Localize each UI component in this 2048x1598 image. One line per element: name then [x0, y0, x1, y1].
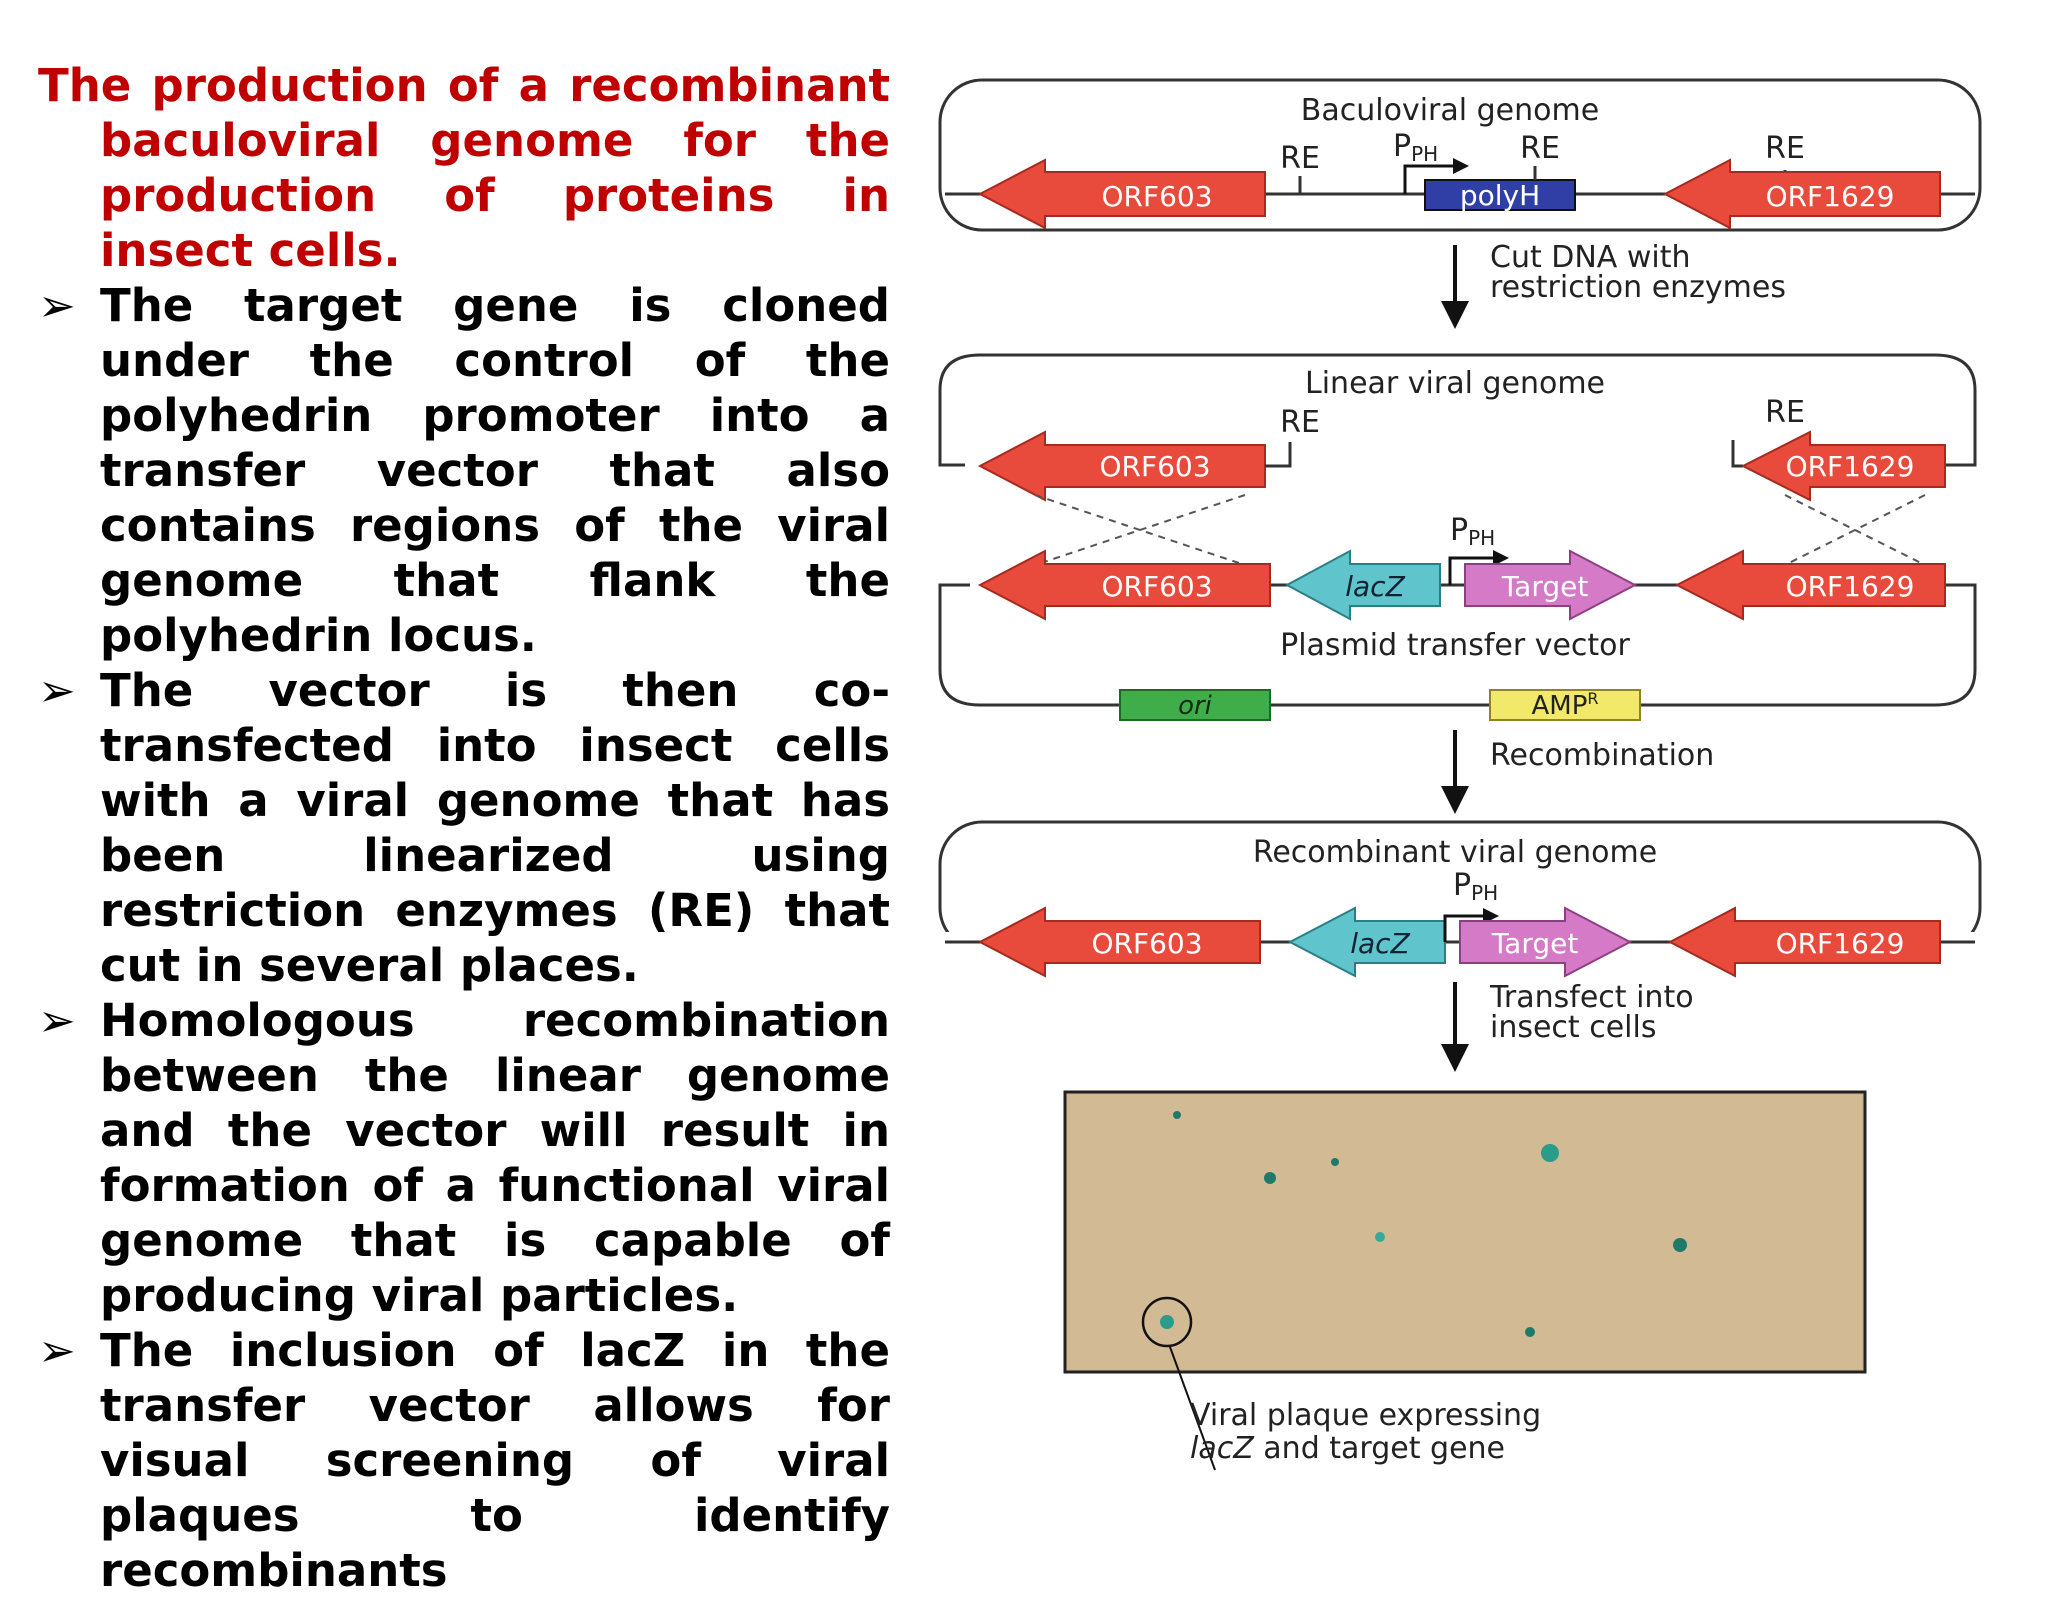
panel-label: Plasmid transfer vector	[1280, 628, 1630, 663]
plaque-dot	[1525, 1327, 1535, 1337]
re-label: RE	[1280, 141, 1320, 176]
bullet-text-4: The inclusion of lacZ in the transfer ve…	[100, 1324, 890, 1597]
orf1629-label: ORF1629	[1786, 570, 1915, 603]
orf1629-gene	[1662, 158, 1941, 230]
promoter-label: PPH	[1450, 513, 1495, 550]
amp-label: AMPR	[1531, 689, 1598, 721]
orf1629-gene	[1667, 906, 1941, 978]
re-label: RE	[1765, 131, 1805, 166]
promoter-label: PPH	[1453, 868, 1498, 905]
step-text: Recombination	[1490, 738, 1714, 773]
orf1629-label: ORF1629	[1786, 450, 1915, 483]
step-cut-dna: Cut DNA with restriction enzymes	[1441, 240, 1786, 329]
plaque-dot	[1375, 1232, 1385, 1242]
ori-label: ori	[1178, 691, 1213, 721]
orf603-label: ORF603	[1101, 180, 1212, 213]
bullet-item-4: ➢ The inclusion of lacZ in the transfer …	[38, 1323, 890, 1598]
plaque-dot	[1173, 1111, 1181, 1119]
orf603-gene	[977, 549, 1271, 621]
amp-resistance-element	[1489, 689, 1641, 721]
promoter-arrow-icon	[1448, 556, 1495, 585]
step-text: insect cells	[1490, 1010, 1656, 1045]
lacz-label: lacZ	[1345, 570, 1405, 603]
plasmid-loop	[938, 583, 1977, 707]
panel-plasmid-transfer-vector: ORF603 lacZ PPH Target ORF1629 Plasmid t…	[938, 513, 1977, 721]
orf603-gene	[977, 430, 1266, 502]
target-label: Target	[1501, 570, 1589, 603]
panel-label: Baculoviral genome	[1301, 93, 1599, 128]
step-text: Transfect into	[1489, 980, 1694, 1015]
plaque-dot	[1160, 1315, 1174, 1329]
plaque-caption-line2: lacZ and target gene	[1190, 1431, 1505, 1466]
step-recombination: Recombination	[1441, 730, 1714, 814]
bullet-text-3: Homologous recombination between the lin…	[100, 994, 890, 1322]
plaque-plate-image	[1063, 1090, 1867, 1471]
genome-loop	[938, 78, 1982, 232]
plaque-dots	[1160, 1111, 1687, 1337]
re-cut-end	[1731, 440, 1743, 468]
panel-label: Recombinant viral genome	[1253, 835, 1657, 870]
step-text: restriction enzymes	[1490, 270, 1786, 305]
panel-label: Linear viral genome	[1305, 366, 1605, 401]
arrowhead-bullet-icon: ➢	[38, 664, 76, 717]
promoter-arrow-icon	[1443, 914, 1485, 942]
orf1629-label: ORF1629	[1776, 927, 1905, 960]
genome-loop	[938, 353, 1977, 467]
crossover-line	[1784, 494, 1926, 566]
plaque-caption-line1: Viral plaque expressing	[1190, 1398, 1541, 1433]
orf603-label: ORF603	[1101, 570, 1212, 603]
bullet-text-1: The target gene is cloned under the cont…	[100, 279, 890, 662]
polyh-label: polyH	[1460, 179, 1540, 212]
bullet-item-3: ➢ Homologous recombination between the l…	[38, 993, 890, 1323]
orf603-gene	[977, 906, 1261, 978]
plaque-dot	[1264, 1172, 1276, 1184]
diagram-svg: Baculoviral genome ORF603 RE polyH PPH R…	[938, 78, 1982, 1471]
re-label: RE	[1765, 395, 1805, 430]
text-column: The production of a recombinant baculovi…	[38, 58, 890, 1598]
crossover-line	[1034, 494, 1246, 566]
slide-title: The production of a recombinant baculovi…	[38, 59, 890, 277]
arrowhead-bullet-icon: ➢	[38, 279, 76, 332]
target-label: Target	[1491, 927, 1579, 960]
panel-baculoviral-genome: Baculoviral genome ORF603 RE polyH PPH R…	[938, 78, 1982, 232]
bullet-item-2: ➢ The vector is then co-transfected into…	[38, 663, 890, 993]
step-text: Cut DNA with	[1490, 240, 1691, 275]
target-gene	[1464, 549, 1638, 621]
panel-recombinant-viral-genome: Recombinant viral genome ORF603 lacZ PPH…	[938, 820, 1982, 978]
plaque-dot	[1541, 1144, 1559, 1162]
plaque-dot	[1331, 1158, 1339, 1166]
arrowhead-bullet-icon: ➢	[38, 1324, 76, 1377]
ori-element	[1119, 689, 1271, 721]
lacz-label: lacZ	[1350, 927, 1410, 960]
callout-line	[1169, 1346, 1216, 1471]
orf1629-label: ORF1629	[1766, 180, 1895, 213]
polyh-gene	[1424, 179, 1576, 211]
promoter-label: PPH	[1393, 129, 1438, 166]
homologous-crossover	[1034, 494, 1926, 566]
highlight-circle	[1141, 1296, 1193, 1348]
orf603-gene	[977, 158, 1266, 230]
orf1629-gene	[1674, 549, 1946, 621]
baculovirus-diagram: Baculoviral genome ORF603 RE polyH PPH R…	[925, 70, 1995, 1495]
panel-linear-viral-genome: Linear viral genome ORF603 RE RE ORF1629	[938, 353, 1977, 502]
step-transfect: Transfect into insect cells	[1441, 980, 1694, 1072]
arrowhead-bullet-icon: ➢	[38, 994, 76, 1047]
plaque-dot	[1673, 1238, 1687, 1252]
re-label: RE	[1280, 405, 1320, 440]
bullet-text-2: The vector is then co-transfected into i…	[100, 664, 890, 992]
target-gene	[1459, 906, 1633, 978]
re-cut-end	[1265, 442, 1292, 468]
orf603-label: ORF603	[1099, 450, 1210, 483]
lacz-gene	[1284, 549, 1441, 621]
orf1629-gene	[1740, 430, 1946, 502]
promoter-arrow-icon	[1403, 164, 1455, 194]
bullet-item-1: ➢ The target gene is cloned under the co…	[38, 278, 890, 663]
plate-background	[1063, 1090, 1867, 1374]
re-label: RE	[1520, 131, 1560, 166]
orf603-label: ORF603	[1091, 927, 1202, 960]
